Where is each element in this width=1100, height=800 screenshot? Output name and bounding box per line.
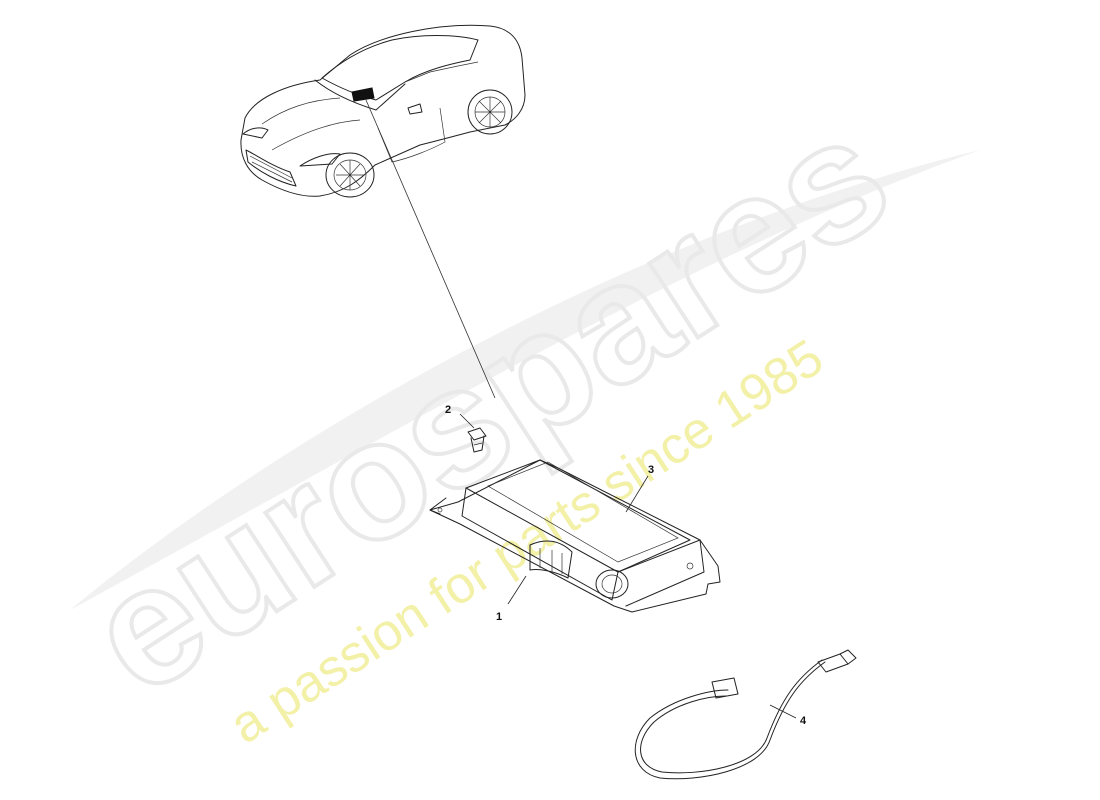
callout-leaders	[459, 413, 797, 719]
callout-1: 1	[496, 611, 502, 623]
car-illustration	[240, 24, 526, 198]
cable-part	[634, 649, 857, 780]
callout-4: 4	[800, 715, 807, 727]
control-module-part	[429, 459, 721, 613]
leader-line	[365, 99, 496, 399]
module-location-marker	[351, 87, 375, 102]
callout-3: 3	[648, 464, 654, 476]
clip-part	[467, 427, 487, 453]
callout-2: 2	[445, 404, 451, 416]
